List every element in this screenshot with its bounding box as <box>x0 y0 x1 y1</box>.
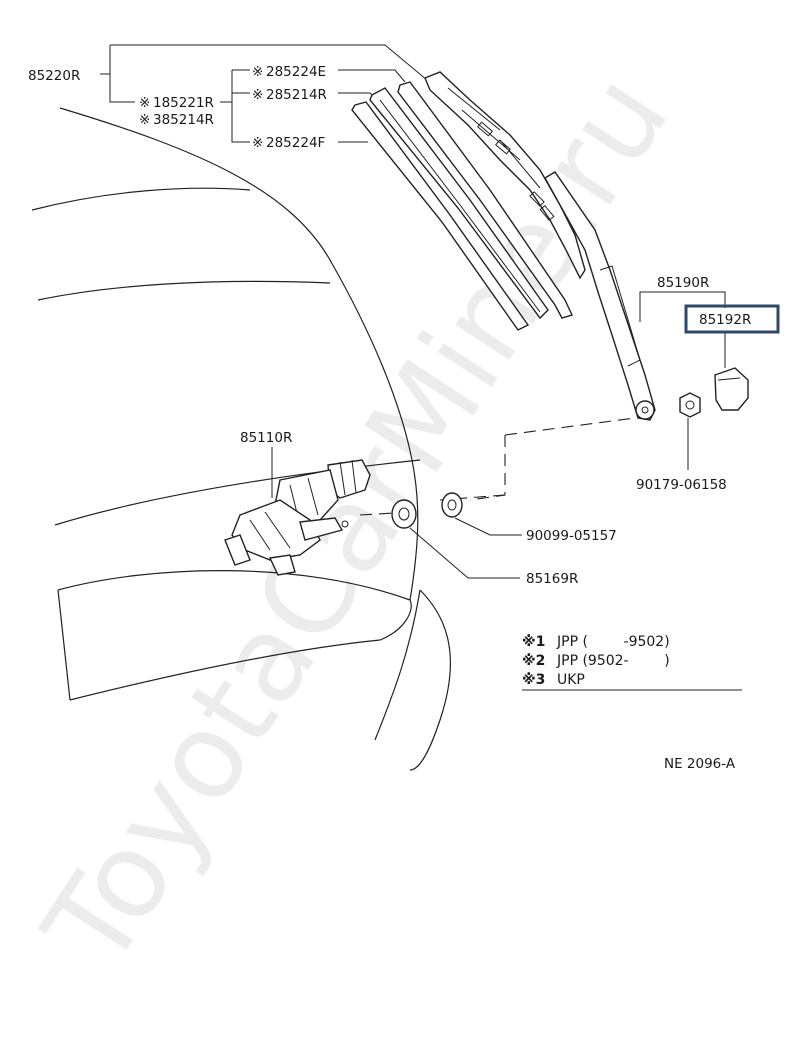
marker-refill-r: ※ <box>252 87 263 103</box>
legend: ※1 JPP ( -9502) ※2 JPP (9502- ) ※3 UKP <box>522 634 670 688</box>
align-line-arm <box>504 417 636 436</box>
label-refill-e: 285224E <box>266 64 326 80</box>
label-grommet-washer: 90099-05157 <box>526 528 617 544</box>
watermark: ToyotaCarMine.ru <box>17 51 695 992</box>
label-refill-f: 285224F <box>266 135 325 151</box>
align-line-motor <box>359 512 396 516</box>
legend-mark-2: ※2 <box>522 653 545 669</box>
legend-text-1: JPP ( -9502) <box>556 634 670 650</box>
wiper-arm <box>544 171 656 421</box>
label-wiper-assembly: 85220R <box>28 68 80 84</box>
legend-text-3: UKP <box>557 672 585 688</box>
arm-cap <box>714 367 749 411</box>
grommet-washer <box>441 492 463 518</box>
highlight-box-arm-cap <box>684 304 780 334</box>
rear-hatch-outline <box>31 107 451 771</box>
arm-leader <box>639 291 726 322</box>
washer-leader <box>454 517 522 536</box>
wiper-refills <box>351 81 573 331</box>
label-arm: 85190R <box>657 275 709 291</box>
label-nut: 90179-06158 <box>636 477 727 493</box>
legend-text-2: JPP (9502- ) <box>556 653 670 669</box>
marker-blade-ukp: ※ <box>139 112 150 128</box>
label-refill-r: 285214R <box>266 87 327 103</box>
grommet <box>391 499 417 529</box>
wiper-blade-assembly <box>424 71 586 280</box>
marker-blade-jpp1: ※ <box>139 95 150 111</box>
label-blade-ukp: 385214R <box>153 112 214 128</box>
label-motor: 85110R <box>240 430 292 446</box>
legend-mark-1: ※1 <box>522 634 545 650</box>
label-arm-cap: 85192R <box>699 312 751 328</box>
align-line-grommet <box>439 494 506 501</box>
part-labels: 85220R ※ 185221R ※ 385214R ※ 285224E ※ 2… <box>28 64 780 587</box>
grommet-leader <box>409 527 520 579</box>
legend-mark-3: ※3 <box>522 672 545 688</box>
marker-refill-e: ※ <box>252 64 263 80</box>
wiper-motor <box>224 459 371 576</box>
label-grommet: 85169R <box>526 571 578 587</box>
marker-refill-f: ※ <box>252 135 263 151</box>
diagram-code: NE 2096-A <box>664 756 736 772</box>
label-blade-jpp1: 185221R <box>153 95 214 111</box>
nut <box>679 392 701 418</box>
